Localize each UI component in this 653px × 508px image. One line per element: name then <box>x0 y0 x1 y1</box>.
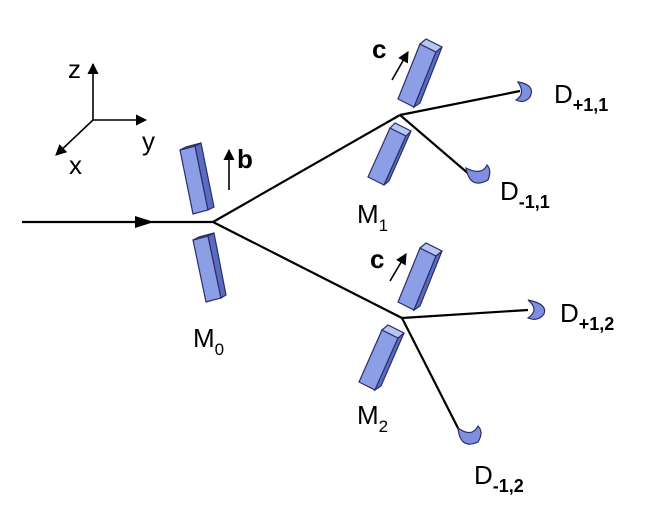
beam-d-plus-1-2 <box>401 308 529 320</box>
magnet-m2-upper <box>397 242 444 312</box>
beam-to-m1 <box>212 114 401 223</box>
b-direction-label: b <box>237 144 253 174</box>
detector-d-minus-1-1-label: D-1,1 <box>500 176 550 212</box>
detector-d-plus-1-2-label: D+1,2 <box>560 298 614 334</box>
coordinate-axes: z y x <box>55 54 155 180</box>
magnet-m0-lower <box>192 232 227 303</box>
beam-d-minus-1-2 <box>401 317 461 433</box>
detector-d-minus-1-2-label: D-1,2 <box>474 460 524 496</box>
magnet-m0-upper <box>179 142 215 215</box>
detector-d-plus-1-1: D+1,1 <box>514 79 608 115</box>
detector-d-minus-1-2: D-1,2 <box>457 424 524 496</box>
magnet-m1-label: M1 <box>357 199 388 235</box>
detector-cup-icon <box>514 81 533 103</box>
field-direction-indicators: b c c <box>223 34 409 282</box>
magnet-m1-upper <box>397 38 444 109</box>
magnet-m0-label: M0 <box>193 323 224 359</box>
c-lower-direction-arrow <box>389 253 407 282</box>
incoming-beam-arrowhead <box>135 216 154 228</box>
c-upper-direction-arrow <box>391 51 409 81</box>
detector-cup-icon <box>465 163 491 184</box>
detector-cup-icon <box>457 424 482 445</box>
magnet-m2-lower <box>358 324 406 392</box>
z-axis-label: z <box>68 54 81 84</box>
beam-d-minus-1-1 <box>399 114 471 176</box>
detector-d-minus-1-1: D-1,1 <box>465 163 550 212</box>
beam-paths <box>22 89 529 433</box>
magnet-m1-lower <box>367 122 413 186</box>
x-axis-label: x <box>69 150 82 180</box>
detector-cup-icon <box>526 299 546 320</box>
c-upper-direction-label: c <box>372 34 386 64</box>
magnet-m2-label: M2 <box>357 400 388 436</box>
beam-d-plus-1-1 <box>399 89 521 117</box>
detector-d-plus-1-1-label: D+1,1 <box>554 79 608 115</box>
c-lower-direction-label: c <box>370 244 384 274</box>
y-axis-label: y <box>142 126 155 156</box>
x-axis-arrow <box>55 119 94 156</box>
beam-to-m2 <box>212 221 403 319</box>
detector-d-plus-1-2: D+1,2 <box>526 298 614 334</box>
